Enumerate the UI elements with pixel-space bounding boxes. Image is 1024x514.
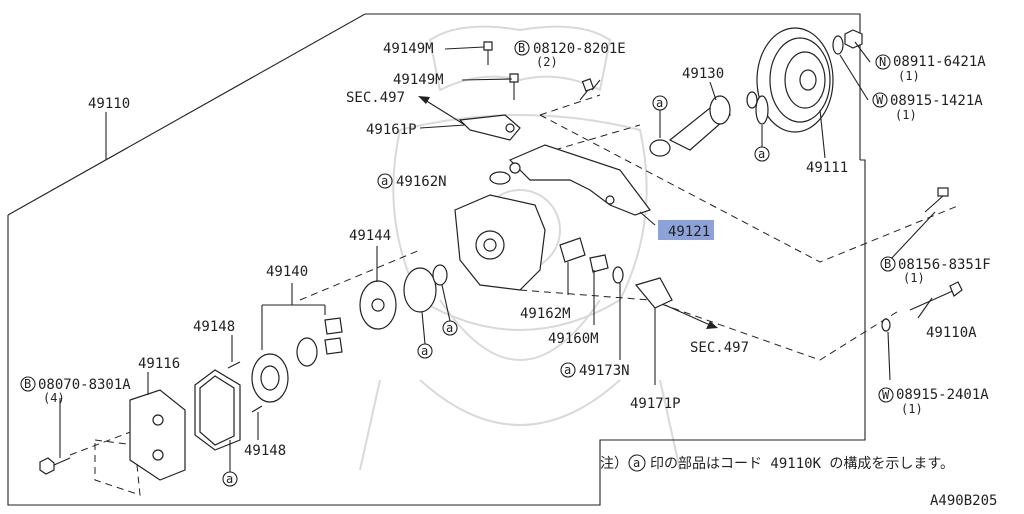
label-49116: 49116: [138, 356, 180, 372]
note-marker: a: [633, 456, 640, 470]
kit-markers: a a a a a: [222, 95, 770, 487]
washer-marker-08915-2401A: W: [882, 388, 890, 402]
svg-text:a: a: [758, 147, 765, 161]
bolt-marker-08156: B: [884, 257, 891, 271]
watermark-emblem-icon: [359, 25, 681, 471]
qty-08070: (4): [43, 391, 65, 405]
svg-text:a: a: [226, 472, 233, 486]
sec-arrow-top-icon: [418, 96, 466, 126]
qty-08915-1421A: (1): [895, 108, 917, 122]
nut-marker-08911: N: [879, 55, 886, 69]
shaft-49130: [649, 91, 769, 157]
bracket-49121: [508, 144, 651, 216]
pins-49148: [227, 361, 263, 413]
label-08915-2401A: 08915-2401A: [896, 387, 989, 403]
label-49121[interactable]: 49121: [668, 224, 710, 240]
cover-49116: [129, 389, 186, 481]
pump-body: [454, 171, 546, 291]
label-sec497-bottom[interactable]: SEC.497: [690, 340, 749, 356]
svg-text:a: a: [421, 344, 428, 358]
svg-text:a: a: [656, 96, 663, 110]
label-08915-1421A: 08915-1421A: [890, 93, 983, 109]
rotor-49144: [359, 280, 397, 330]
label-49173N: 49173N: [579, 363, 630, 379]
note-prefix: 注）: [600, 456, 628, 472]
seals-49162: [559, 237, 624, 284]
highlight-49121[interactable]: [658, 220, 714, 240]
label-49140: 49140: [266, 264, 308, 280]
label-08156-8351F: 08156-8351F: [898, 257, 991, 273]
svg-text:a: a: [446, 321, 453, 335]
kit-marker-49173N: a: [564, 363, 571, 377]
label-49110: 49110: [88, 96, 130, 112]
qty-08120: (2): [536, 55, 558, 69]
pulley-49111: [756, 27, 834, 133]
washer-08915-2401A: [881, 318, 891, 332]
bolt-08070: [39, 457, 71, 475]
washer-marker-08915-1421A: W: [876, 93, 884, 107]
sec-arrow-bottom-icon: [664, 304, 718, 329]
exploded-lines: [69, 94, 961, 496]
qty-08156: (1): [903, 271, 925, 285]
label-49171P: 49171P: [630, 396, 681, 412]
bolt-08156: [924, 187, 949, 213]
note-kit-marker-icon: [628, 454, 646, 472]
label-49148-lower: 49148: [244, 443, 286, 459]
qty-08915-2401A: (1): [901, 402, 923, 416]
nut-08911: [844, 29, 863, 49]
label-49110A: 49110A: [926, 325, 977, 341]
fitting-49171P: [634, 277, 673, 309]
figure-code: A490B205: [930, 493, 997, 509]
bolts-49149M: [483, 41, 519, 100]
bolt-marker-08120: B: [518, 41, 525, 55]
label-49162M: 49162M: [520, 306, 571, 322]
qty-08911: (1): [898, 69, 920, 83]
kit-marker-49162N: a: [381, 174, 388, 188]
gasket: [194, 369, 241, 451]
label-08070-8301A: 08070-8301A: [38, 377, 131, 393]
bolt-08120: [579, 78, 595, 101]
label-49149M-upper: 49149M: [383, 41, 434, 57]
leader-lines: [59, 41, 936, 458]
label-49160M: 49160M: [548, 331, 599, 347]
label-49144: 49144: [349, 228, 391, 244]
orings: [403, 264, 448, 313]
note-text: 印の部品はコード 49110K の構成を示します。: [650, 456, 954, 472]
label-49130: 49130: [682, 66, 724, 82]
label-08911-6421A: 08911-6421A: [893, 54, 986, 70]
bolt-49110A: [909, 281, 963, 311]
label-08120-8201E: 08120-8201E: [533, 41, 626, 57]
arm-49161P: [458, 114, 521, 141]
label-49161P: 49161P: [366, 122, 417, 138]
bolt-marker-08070: B: [24, 377, 31, 391]
label-sec497-top[interactable]: SEC.497: [346, 90, 405, 106]
label-49111: 49111: [806, 160, 848, 176]
label-49149M-lower: 49149M: [393, 72, 444, 88]
washer-08915-1421A: [832, 35, 844, 55]
cam-ring-49140: [251, 317, 343, 403]
label-49162N: 49162N: [396, 174, 447, 190]
label-49148-upper: 49148: [193, 319, 235, 335]
